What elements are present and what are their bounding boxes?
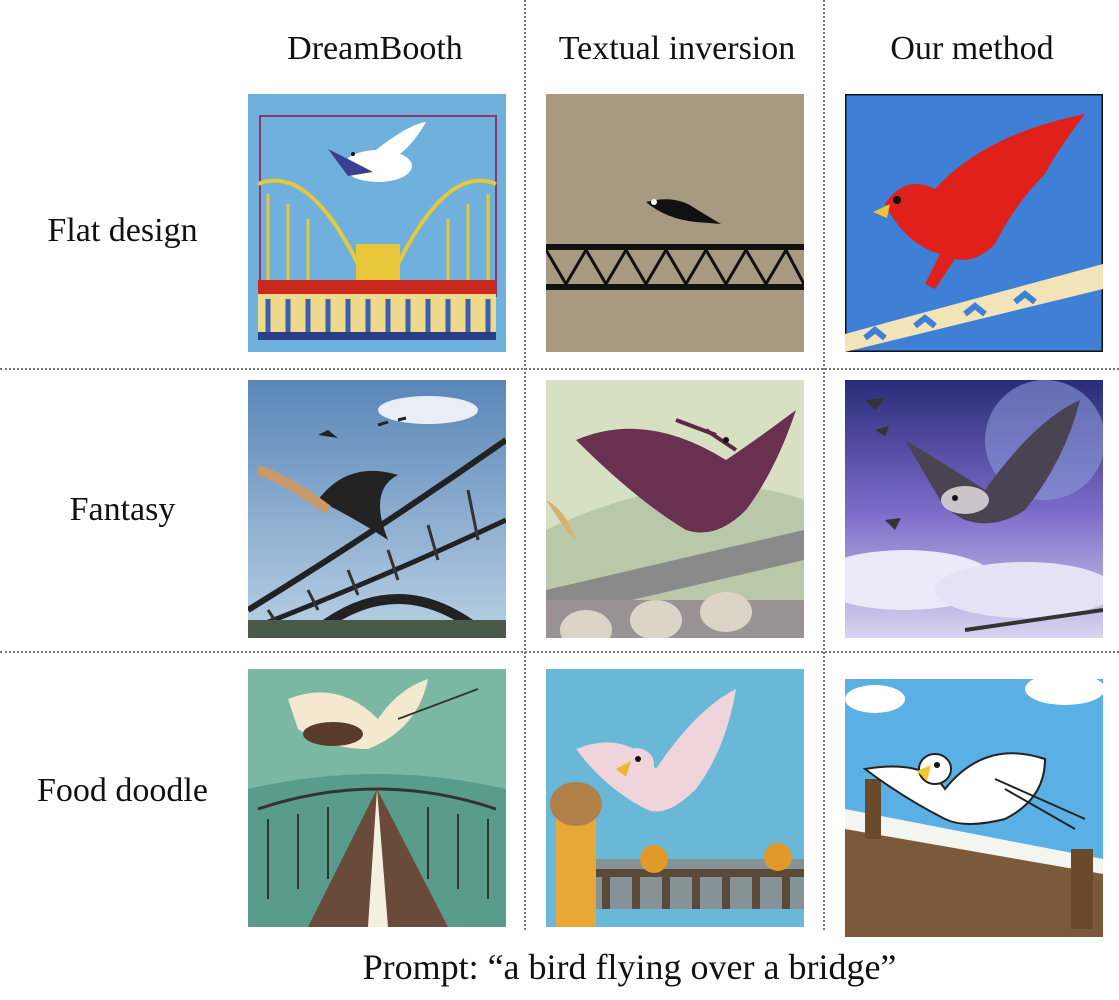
image-our-method-fantasy (845, 380, 1103, 638)
image-textual-inversion-flat-design (546, 94, 804, 352)
column-header-our-method: Our method (890, 30, 1054, 67)
image-textual-inversion-food-doodle (546, 669, 804, 927)
image-textual-inversion-fantasy (546, 380, 804, 638)
row-label-fantasy: Fantasy (69, 491, 176, 528)
row-label-flat-design: Flat design (47, 212, 198, 249)
row-divider (0, 651, 1119, 653)
image-dreambooth-fantasy (248, 380, 506, 638)
image-our-method-food-doodle (845, 679, 1103, 937)
column-divider (823, 0, 825, 930)
column-divider (524, 0, 526, 930)
prompt-caption: Prompt: “a bird flying over a bridge” (362, 947, 897, 987)
column-header-textual-inversion: Textual inversion (558, 30, 796, 67)
image-dreambooth-flat-design (248, 94, 506, 352)
row-label-food-doodle: Food doodle (37, 772, 208, 809)
image-our-method-flat-design (845, 94, 1103, 352)
column-header-dreambooth: DreamBooth (287, 30, 463, 67)
image-dreambooth-food-doodle (248, 669, 506, 927)
row-divider (0, 368, 1119, 370)
